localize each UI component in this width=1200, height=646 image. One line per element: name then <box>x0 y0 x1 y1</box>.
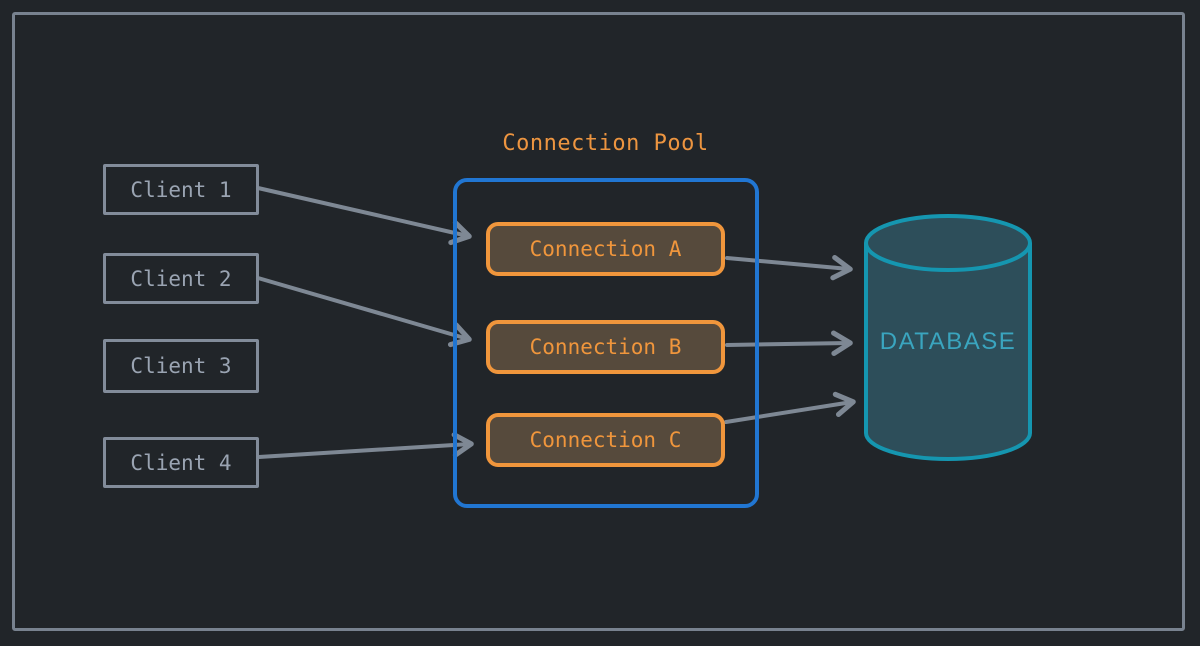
database-label: DATABASE <box>879 328 1017 355</box>
client-2-box: Client 2 <box>103 253 259 304</box>
client-1-label: Client 1 <box>130 177 232 202</box>
connection-c-box: Connection C <box>486 413 725 467</box>
connection-a-label: Connection A <box>529 237 682 261</box>
connection-c-label: Connection C <box>529 428 682 452</box>
client-3-label: Client 3 <box>130 354 232 378</box>
client-1-box: Client 1 <box>103 164 259 215</box>
connection-a-box: Connection A <box>486 222 725 276</box>
connection-b-box: Connection B <box>486 320 725 374</box>
connection-b-label: Connection B <box>529 335 682 359</box>
connection-pool-box <box>453 178 759 508</box>
client-4-box: Client 4 <box>103 437 259 488</box>
outer-frame <box>12 12 1185 631</box>
connection-pool-title: Connection Pool <box>502 131 709 156</box>
client-2-label: Client 2 <box>130 266 232 291</box>
client-3-box: Client 3 <box>103 339 259 393</box>
client-4-label: Client 4 <box>130 450 232 475</box>
